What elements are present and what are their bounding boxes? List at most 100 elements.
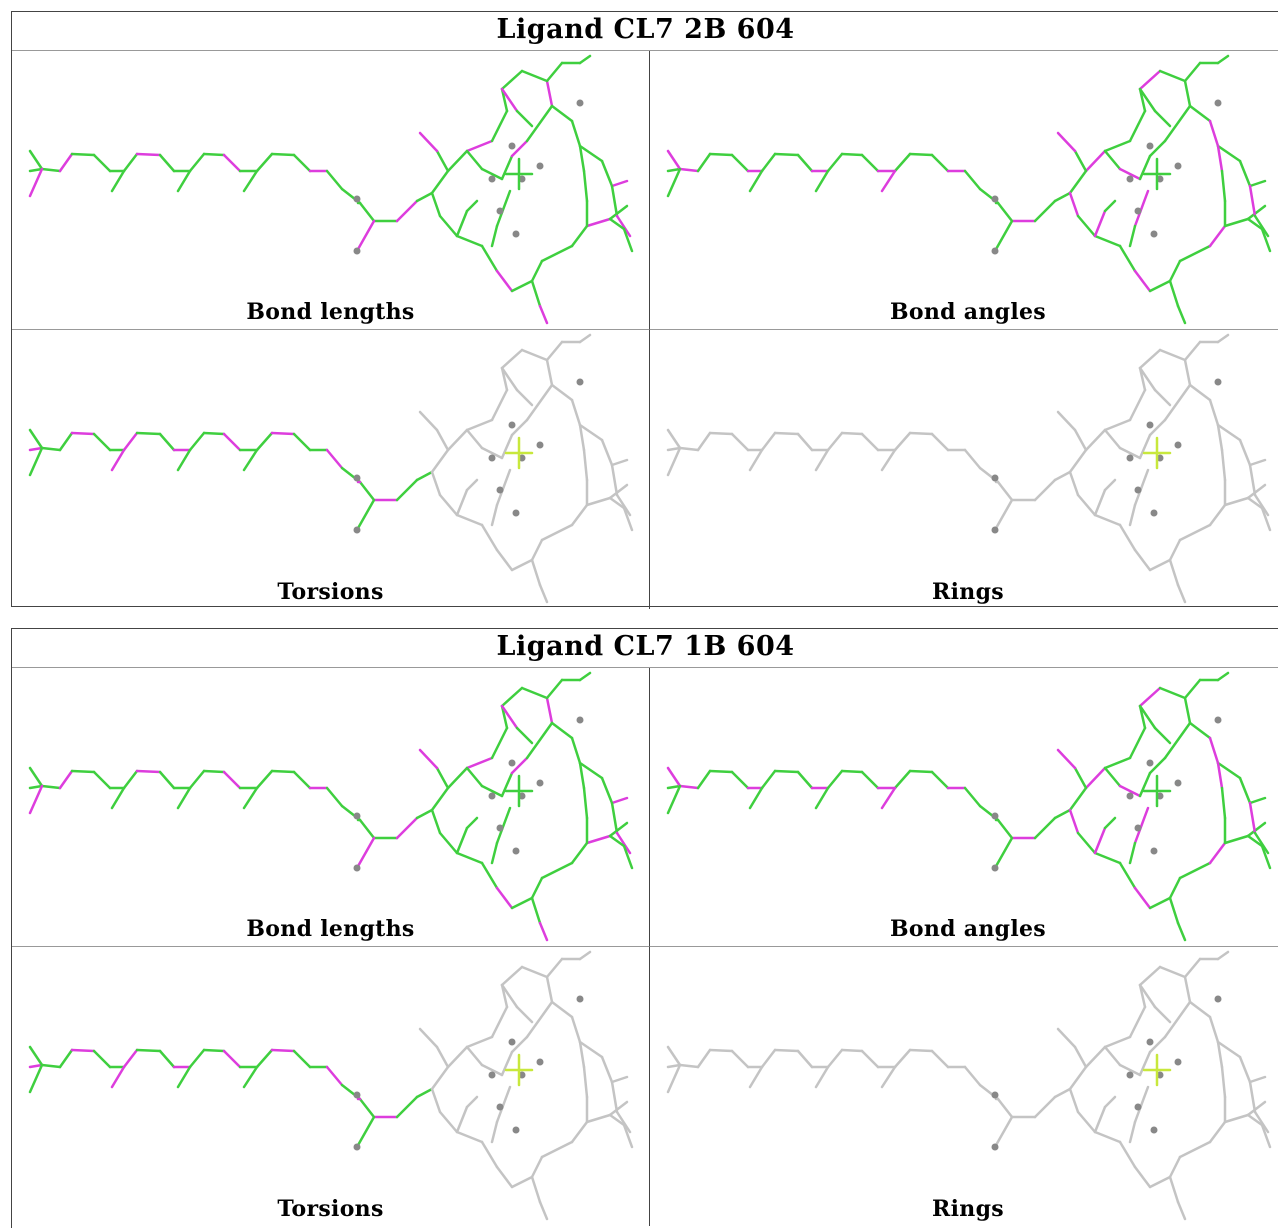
bond xyxy=(930,153,950,173)
bond xyxy=(430,786,450,812)
bond xyxy=(438,1110,459,1134)
bond xyxy=(455,1130,484,1144)
bond xyxy=(708,769,734,774)
atom xyxy=(1150,847,1158,855)
bond xyxy=(840,431,864,436)
bond xyxy=(355,836,376,870)
atom xyxy=(536,779,544,787)
bond xyxy=(666,428,682,450)
bond xyxy=(1138,704,1147,730)
bond xyxy=(395,478,419,502)
bond xyxy=(222,770,242,790)
bond xyxy=(455,488,469,517)
ligand-title: Ligand CL7 2B 604 xyxy=(12,12,1278,51)
bond xyxy=(748,169,764,193)
bond xyxy=(996,818,1014,840)
bond xyxy=(615,1110,632,1134)
bond xyxy=(1073,766,1088,790)
bond xyxy=(540,523,574,542)
bond xyxy=(610,801,619,835)
bond xyxy=(1246,483,1267,500)
bond xyxy=(1118,861,1137,890)
panel-caption: Bond angles xyxy=(890,916,1046,942)
bond xyxy=(796,770,814,790)
bond xyxy=(545,340,564,362)
bond xyxy=(1056,1027,1077,1049)
bond xyxy=(58,1048,74,1069)
atom xyxy=(1134,486,1142,494)
bond xyxy=(608,217,626,231)
bond xyxy=(585,834,612,845)
bond xyxy=(1260,227,1272,253)
bond xyxy=(760,1048,777,1069)
atom xyxy=(353,526,361,534)
molecule-image xyxy=(666,333,1272,604)
atom xyxy=(1134,1103,1142,1111)
bond xyxy=(495,189,512,228)
ligand-section-2: Ligand CL7 1B 604 Bond lengths Bond angl… xyxy=(11,628,1278,1228)
bond xyxy=(525,721,554,760)
bond xyxy=(1183,340,1202,362)
atom xyxy=(508,421,516,429)
bond xyxy=(1216,1040,1224,1069)
bond xyxy=(1208,841,1227,865)
bond xyxy=(608,1113,626,1127)
bond xyxy=(520,348,549,362)
bond xyxy=(908,152,934,157)
bond xyxy=(1153,1005,1172,1024)
bond xyxy=(490,503,499,527)
molecule-image xyxy=(28,950,634,1221)
bond xyxy=(540,244,574,263)
bond xyxy=(28,1063,44,1069)
atom xyxy=(991,195,999,203)
bond xyxy=(666,446,682,477)
atom xyxy=(1214,995,1222,1003)
bond xyxy=(1148,896,1172,910)
bond xyxy=(465,1045,484,1067)
bond xyxy=(826,769,844,790)
bond xyxy=(582,786,589,820)
molecule-image xyxy=(666,671,1272,942)
bond xyxy=(1138,686,1162,708)
bond xyxy=(1133,1085,1150,1124)
bond xyxy=(525,383,554,422)
atom xyxy=(488,454,496,462)
atom xyxy=(508,1038,516,1046)
bond xyxy=(465,199,479,213)
bond xyxy=(510,418,529,437)
bond xyxy=(480,1140,499,1169)
atom xyxy=(353,1091,361,1099)
bond xyxy=(666,167,682,198)
bond xyxy=(760,152,777,173)
bond xyxy=(840,769,864,774)
bond xyxy=(490,109,509,143)
bond xyxy=(435,149,450,173)
bond xyxy=(1128,224,1137,248)
bond xyxy=(465,756,494,770)
panel-caption: Torsions xyxy=(277,1196,384,1222)
bond xyxy=(610,184,619,218)
panel-rings: Rings xyxy=(649,330,1278,609)
bond xyxy=(796,153,814,173)
bond xyxy=(1118,244,1137,273)
bond xyxy=(600,159,614,188)
bond xyxy=(1118,1140,1137,1169)
bond xyxy=(292,153,312,173)
bond xyxy=(500,704,519,730)
panel-caption: Rings xyxy=(932,1196,1004,1222)
bond xyxy=(202,152,226,157)
bond xyxy=(1118,523,1137,552)
bond xyxy=(1153,109,1172,128)
bond xyxy=(540,1140,574,1159)
bond xyxy=(158,1049,176,1069)
bond xyxy=(570,841,589,865)
bond xyxy=(70,769,96,774)
bond xyxy=(255,1048,274,1069)
bond xyxy=(608,1100,629,1117)
bond xyxy=(538,921,549,942)
bond xyxy=(530,876,544,900)
bond xyxy=(415,1087,434,1099)
bond xyxy=(28,1063,44,1094)
atom xyxy=(1150,230,1158,238)
atom xyxy=(1174,779,1182,787)
